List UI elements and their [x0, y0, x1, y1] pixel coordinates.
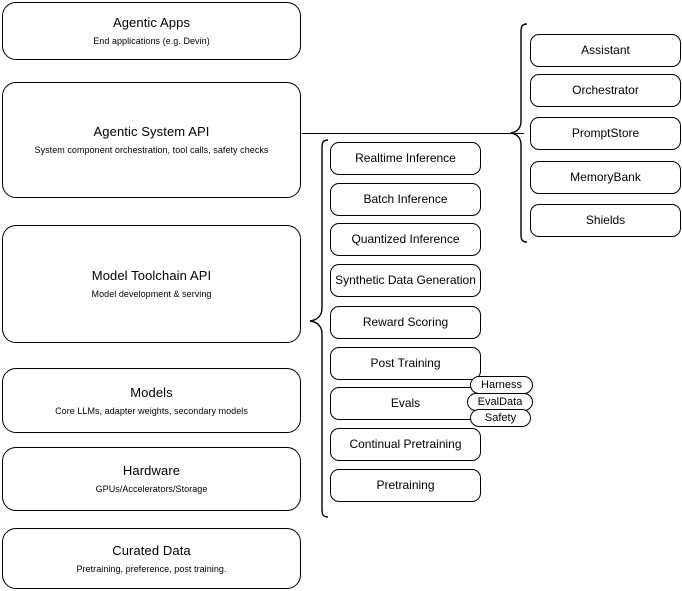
toolchain-post-training[interactable]: Post Training — [330, 347, 481, 380]
layer-title: Agentic Apps — [112, 15, 191, 30]
toolchain-reward-scoring[interactable]: Reward Scoring — [330, 306, 481, 339]
layer-title: Agentic System API — [93, 124, 210, 139]
toolchain-pretraining[interactable]: Pretraining — [330, 469, 481, 502]
toolchain-continual-pretraining[interactable]: Continual Pretraining — [330, 428, 481, 461]
toolchain-label: Realtime Inference — [355, 151, 456, 165]
toolchain-label: Synthetic Data Generation — [335, 273, 476, 287]
connector-system-api-to-components — [302, 133, 524, 134]
layer-models[interactable]: Models Core LLMs, adapter weights, secon… — [2, 368, 301, 433]
layer-title: Models — [130, 384, 173, 400]
component-label: Orchestrator — [572, 83, 639, 97]
component-shields[interactable]: Shields — [530, 204, 681, 237]
layer-agentic-system-api[interactable]: Agentic System API System component orch… — [2, 82, 301, 198]
layer-subtitle: Core LLMs, adapter weights, secondary mo… — [55, 405, 248, 416]
layer-subtitle: System component orchestration, tool cal… — [34, 145, 269, 155]
layer-hardware[interactable]: Hardware GPUs/Accelerators/Storage — [2, 447, 301, 511]
layer-subtitle: Pretraining, preference, post training. — [76, 563, 227, 574]
evals-subcomponent-label: Harness — [481, 378, 522, 391]
evals-subcomponent-harness[interactable]: Harness — [470, 376, 533, 394]
toolchain-quantized-inference[interactable]: Quantized Inference — [330, 223, 481, 256]
layer-subtitle: GPUs/Accelerators/Storage — [95, 484, 208, 494]
component-label: Shields — [585, 213, 626, 227]
toolchain-label: Post Training — [370, 356, 441, 370]
evals-subcomponent-safety[interactable]: Safety — [470, 409, 531, 427]
toolchain-evals[interactable]: Evals — [330, 387, 481, 420]
brace-system-components — [510, 23, 528, 243]
toolchain-label: Batch Inference — [363, 192, 448, 206]
layer-title: Model Toolchain API — [91, 268, 212, 283]
layer-model-toolchain-api[interactable]: Model Toolchain API Model development & … — [2, 225, 301, 343]
brace-toolchain-components — [309, 139, 329, 518]
toolchain-label: Continual Pretraining — [349, 437, 462, 451]
component-label: MemoryBank — [570, 170, 641, 184]
component-memorybank[interactable]: MemoryBank — [530, 161, 681, 194]
toolchain-label: Evals — [390, 396, 421, 410]
layer-subtitle: End applications (e.g. Devin) — [93, 36, 210, 46]
evals-subcomponent-label: EvalData — [477, 395, 523, 408]
evals-subcomponent-label: Safety — [484, 411, 517, 424]
component-promptstore[interactable]: PromptStore — [530, 117, 681, 150]
layer-title: Curated Data — [112, 542, 191, 558]
component-label: PromptStore — [571, 126, 640, 140]
toolchain-synthetic-data-generation[interactable]: Synthetic Data Generation — [330, 264, 481, 297]
toolchain-batch-inference[interactable]: Batch Inference — [330, 183, 481, 216]
component-label: Assistant — [581, 43, 630, 57]
layer-agentic-apps[interactable]: Agentic Apps End applications (e.g. Devi… — [2, 2, 301, 60]
component-assistant[interactable]: Assistant — [530, 34, 681, 67]
toolchain-label: Pretraining — [376, 478, 435, 492]
layer-subtitle: Model development & serving — [91, 289, 212, 299]
component-orchestrator[interactable]: Orchestrator — [530, 74, 681, 107]
toolchain-label: Reward Scoring — [362, 315, 449, 329]
layer-curated-data[interactable]: Curated Data Pretraining, preference, po… — [2, 528, 301, 589]
layer-title: Hardware — [122, 463, 181, 478]
toolchain-realtime-inference[interactable]: Realtime Inference — [330, 142, 481, 175]
toolchain-label: Quantized Inference — [351, 232, 460, 246]
